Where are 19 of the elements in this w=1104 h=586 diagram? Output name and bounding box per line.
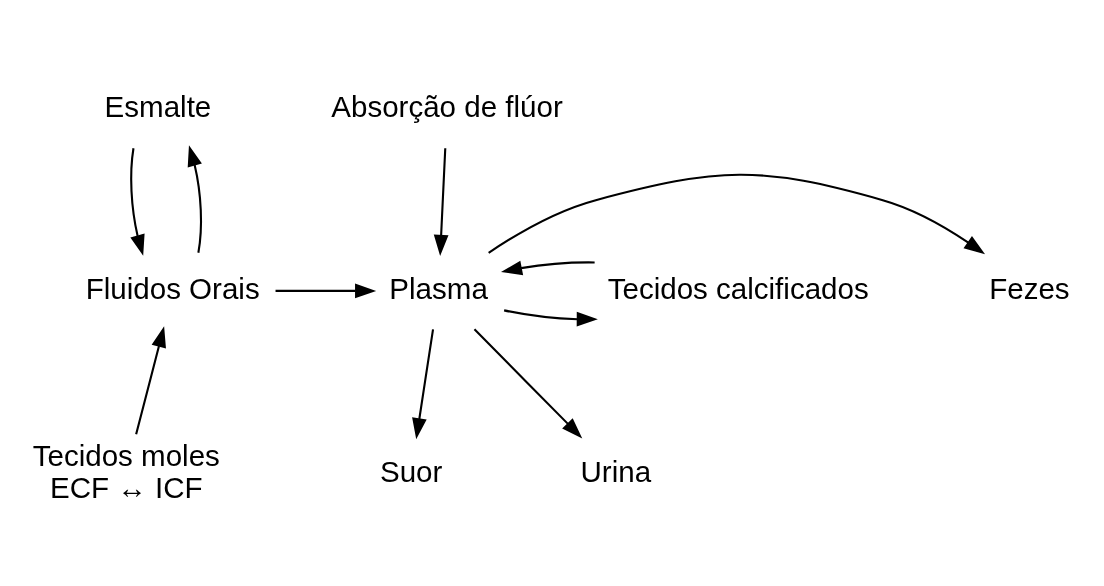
arrow [488, 173, 986, 255]
arrow [130, 148, 145, 256]
node-text: Tecidos calcificados [607, 271, 869, 305]
arrow [187, 145, 203, 253]
node-text: Fluidos Orais [85, 271, 260, 305]
node-text: Esmalte [104, 90, 212, 124]
arrow [503, 309, 598, 327]
node-text: Tecidos moles ECF ↔ ICF [32, 439, 220, 505]
arrow [275, 283, 377, 299]
node-text: Urina [580, 455, 652, 489]
arrow [473, 328, 583, 439]
node-text: Fezes [989, 271, 1070, 305]
arrow [501, 260, 595, 276]
node-text: Plasma [389, 271, 488, 305]
arrow [412, 329, 435, 440]
arrow [433, 148, 449, 256]
arrow [135, 326, 166, 435]
node-text: Suor [379, 455, 443, 489]
node-text: Absorção de flúor [331, 90, 563, 124]
